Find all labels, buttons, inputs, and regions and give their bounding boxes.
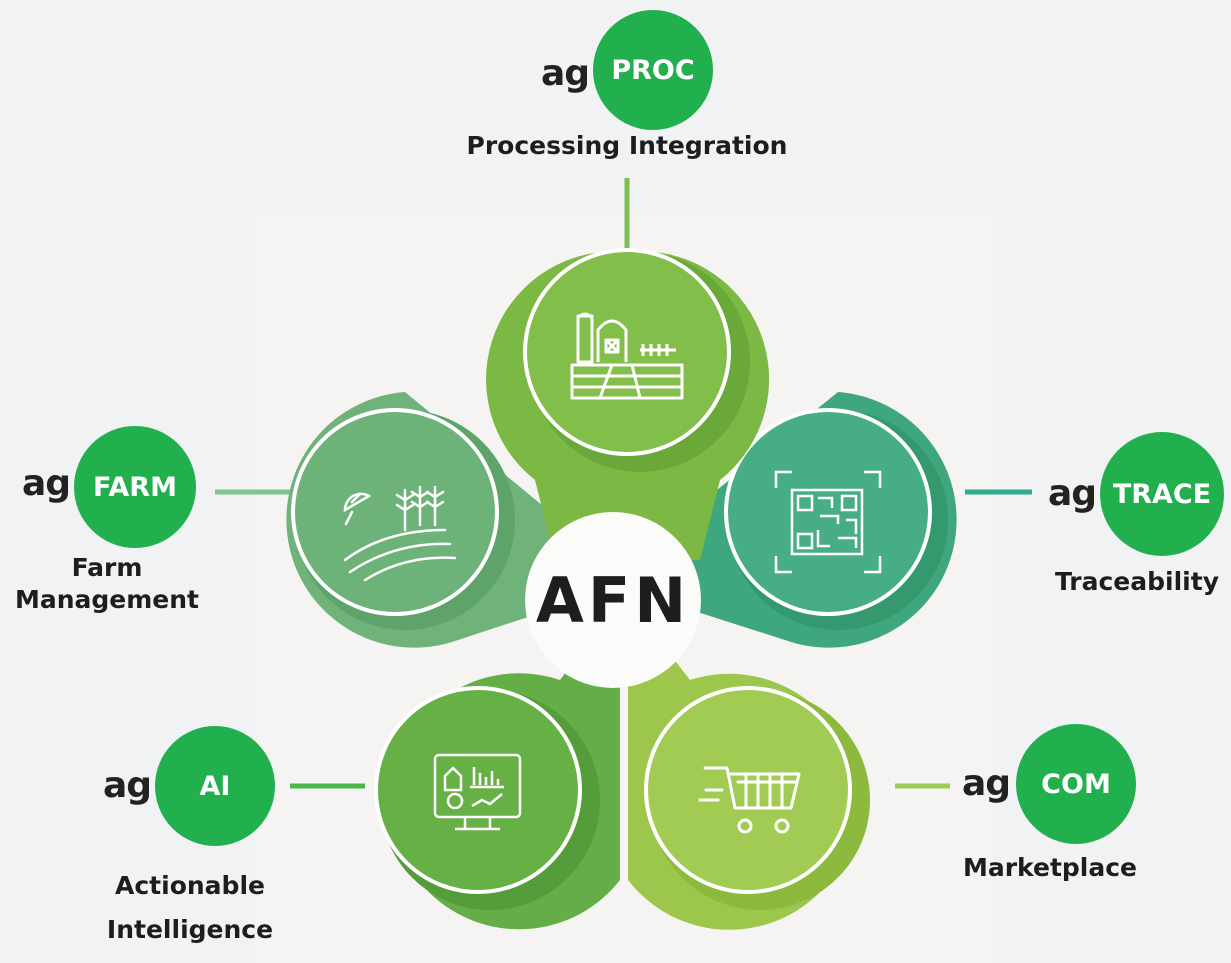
trace-prefix: ag: [1048, 473, 1097, 514]
proc-prefix: ag: [541, 53, 590, 94]
hub-circle: [525, 512, 701, 688]
farm-badge[interactable]: FARM: [74, 426, 196, 548]
ai-label-line2: Intelligence: [106, 915, 274, 944]
hub-label: AFN: [535, 563, 691, 637]
petal-farm: [286, 392, 580, 648]
com-label: Marketplace: [962, 853, 1138, 882]
satellite-wheat-field-icon: [343, 485, 457, 582]
shopping-cart-icon: [698, 766, 801, 834]
petal-proc: [486, 248, 770, 560]
trace-label: Traceability: [1054, 567, 1219, 596]
ai-badge[interactable]: AI: [155, 726, 275, 846]
farm-label-line1: Farm: [71, 553, 143, 582]
petal-com: [628, 600, 870, 930]
ai-prefix: ag: [103, 765, 152, 806]
com-prefix: ag: [962, 763, 1011, 804]
petal-ai: [374, 600, 620, 930]
trace-badge[interactable]: TRACE: [1100, 432, 1224, 556]
ai-label-line1: Actionable: [115, 871, 265, 900]
com-badge[interactable]: COM: [1016, 724, 1136, 844]
proc-badge[interactable]: PROC: [593, 10, 713, 130]
farm-barn-icon: [570, 312, 684, 400]
farm-prefix: ag: [22, 463, 71, 504]
proc-label: Processing Integration: [466, 131, 788, 160]
farm-label-line2: Management: [14, 585, 200, 614]
qr-code-icon: [774, 470, 882, 574]
analytics-monitor-icon: [433, 753, 522, 831]
